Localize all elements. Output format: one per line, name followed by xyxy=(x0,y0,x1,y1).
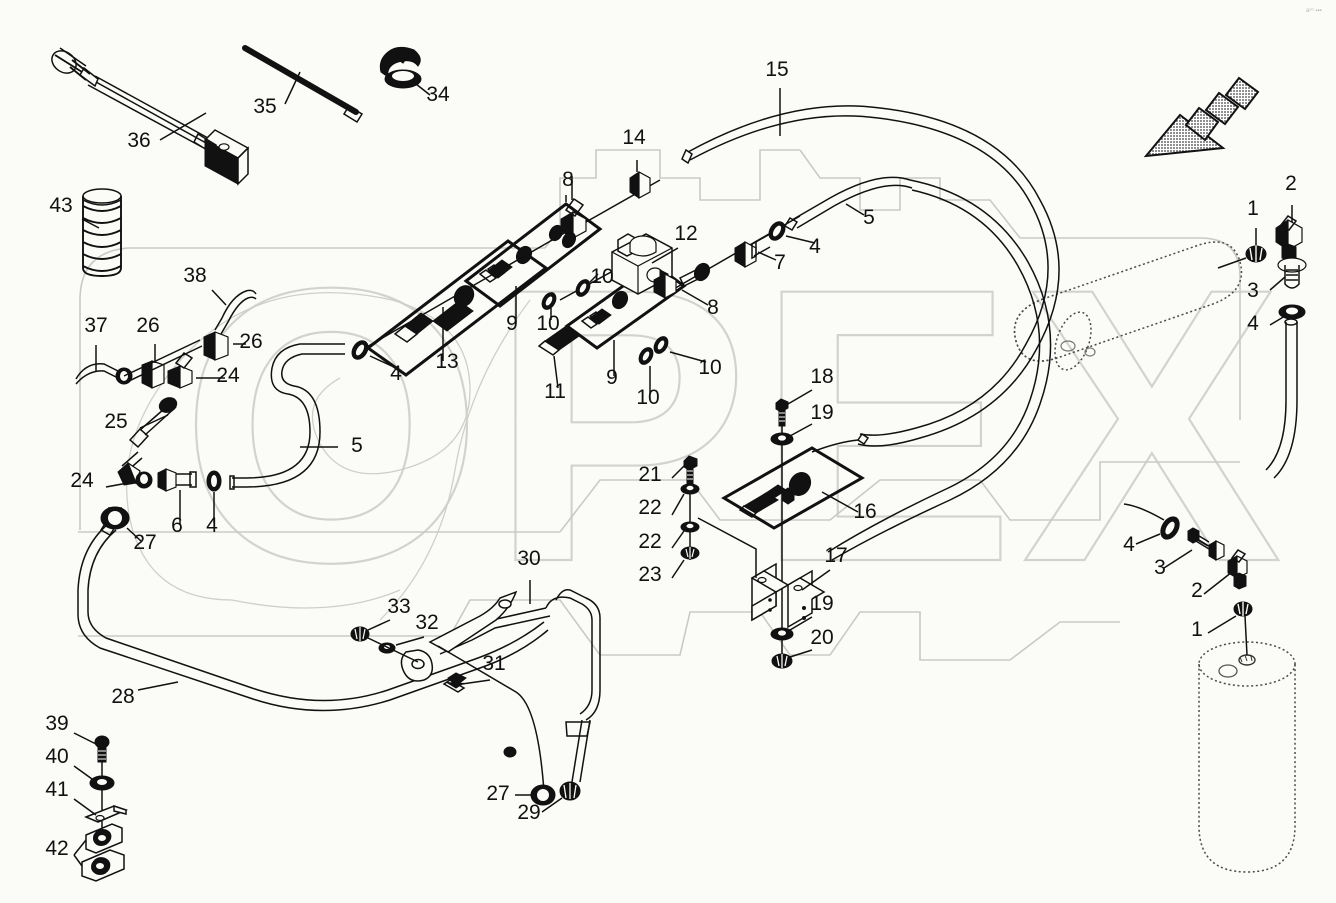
callout-number-9: 9 xyxy=(606,366,618,389)
part-35-cable-tie xyxy=(242,45,364,124)
callout-number-27: 27 xyxy=(133,531,156,554)
callout-number-20: 20 xyxy=(810,626,833,649)
callout-number-22: 22 xyxy=(638,530,661,553)
callout-number-3: 3 xyxy=(1247,279,1259,302)
callout-number-25: 25 xyxy=(104,410,127,433)
part-34-hose-clamp xyxy=(379,46,431,96)
callout-number-21: 21 xyxy=(638,463,661,486)
part-9-kit-box-upper xyxy=(463,202,603,322)
svg-text:OPEX: OPEX xyxy=(180,207,1288,643)
callout-number-37: 37 xyxy=(84,314,107,337)
callout-number-4: 4 xyxy=(809,235,821,258)
callout-number-16: 16 xyxy=(853,500,876,523)
linkage-assembly xyxy=(350,580,601,813)
callout-number-2: 2 xyxy=(1191,579,1203,602)
pressure-switch-assembly xyxy=(671,389,865,669)
callout-labels-group: 1234444455678899101010101112131415161718… xyxy=(45,58,1297,860)
callout-number-7: 7 xyxy=(774,251,786,274)
callout-number-23: 23 xyxy=(638,563,661,586)
callout-number-1: 1 xyxy=(1191,618,1203,641)
callout-number-12: 12 xyxy=(674,222,697,245)
part-15-long-hose xyxy=(681,88,1060,447)
callout-number-4: 4 xyxy=(1247,312,1259,335)
callout-number-34: 34 xyxy=(426,83,450,106)
callout-number-3: 3 xyxy=(1154,556,1166,579)
callout-number-8: 8 xyxy=(562,168,574,191)
callout-number-26: 26 xyxy=(239,330,262,353)
clamp-assembly-bottom-left xyxy=(73,732,129,882)
fitting-stack-top-right xyxy=(1217,205,1307,479)
callout-number-17: 17 xyxy=(824,544,847,567)
callout-number-2: 2 xyxy=(1285,172,1297,195)
callout-number-15: 15 xyxy=(765,58,788,81)
callout-number-19: 19 xyxy=(810,401,833,424)
callout-number-35: 35 xyxy=(253,95,276,118)
part-36-solenoid-cable xyxy=(51,47,250,186)
part-43-spiral-wrap xyxy=(81,188,122,277)
callout-number-8: 8 xyxy=(707,296,719,319)
part-9-kit-box-lower xyxy=(564,262,687,376)
callout-number-10: 10 xyxy=(536,312,559,335)
callout-number-27: 27 xyxy=(486,782,509,805)
main-diagonal-pipe-run xyxy=(351,160,913,394)
callout-number-1: 1 xyxy=(1247,197,1259,220)
callout-number-24: 24 xyxy=(70,469,94,492)
callout-number-9: 9 xyxy=(506,312,518,335)
callout-number-24: 24 xyxy=(216,364,240,387)
callout-number-31: 31 xyxy=(482,652,505,675)
part-5-hose-right xyxy=(827,179,1052,561)
callout-number-36: 36 xyxy=(127,129,150,152)
watermark-opex: OPEX xyxy=(179,206,1288,644)
callout-number-29: 29 xyxy=(517,801,540,824)
callout-number-38: 38 xyxy=(183,264,206,287)
callout-number-40: 40 xyxy=(45,745,68,768)
callout-number-6: 6 xyxy=(171,514,183,537)
callout-number-28: 28 xyxy=(111,685,134,708)
callout-number-32: 32 xyxy=(415,611,438,634)
callout-number-42: 42 xyxy=(45,837,68,860)
air-tank-phantom-top xyxy=(1013,241,1243,371)
callout-number-4: 4 xyxy=(390,362,402,385)
callout-number-30: 30 xyxy=(517,547,540,570)
callout-number-33: 33 xyxy=(387,595,410,618)
callout-number-10: 10 xyxy=(636,386,659,409)
callout-number-39: 39 xyxy=(45,712,68,735)
air-tank-phantom-bottom xyxy=(1198,641,1296,873)
callout-number-18: 18 xyxy=(810,365,833,388)
callout-number-10: 10 xyxy=(590,265,613,288)
travel-direction-arrow xyxy=(1143,76,1260,158)
callout-number-13: 13 xyxy=(435,350,458,373)
fitting-stack-bottom-right xyxy=(1123,503,1253,656)
callout-number-10: 10 xyxy=(698,356,721,379)
callout-number-11: 11 xyxy=(544,380,566,403)
ghost-machine-outline xyxy=(78,149,1241,661)
callout-number-4: 4 xyxy=(206,514,218,537)
callout-number-41: 41 xyxy=(45,778,68,801)
callout-number-4: 4 xyxy=(1123,533,1135,556)
callout-number-14: 14 xyxy=(622,126,646,149)
callout-number-22: 22 xyxy=(638,496,661,519)
corner-mark-text: aⁿⁿ ▪▪▪ xyxy=(1306,7,1322,14)
callout-number-43: 43 xyxy=(49,194,72,217)
left-pipe-assembly xyxy=(75,289,549,712)
callout-number-19: 19 xyxy=(810,592,833,615)
callout-number-26: 26 xyxy=(136,314,159,337)
callout-number-5: 5 xyxy=(351,434,363,457)
callout-number-5: 5 xyxy=(863,206,875,229)
